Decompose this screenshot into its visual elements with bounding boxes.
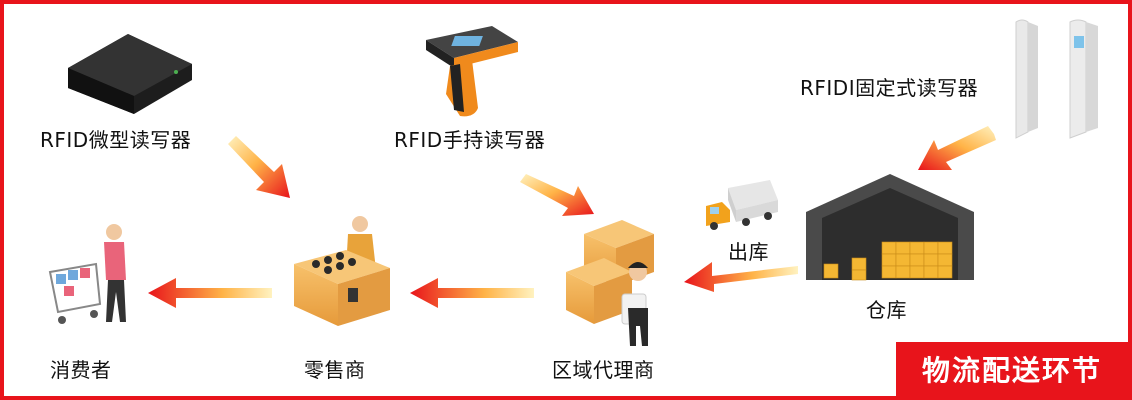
arrow-handheld-to-distributor bbox=[520, 174, 594, 216]
distributor-icon bbox=[566, 220, 654, 346]
truck-icon bbox=[706, 180, 778, 230]
outbound-label: 出库 bbox=[728, 240, 769, 264]
retailer-label: 零售商 bbox=[304, 358, 366, 382]
warehouse-label: 仓库 bbox=[866, 298, 907, 322]
handheld-reader-label: RFID手持读写器 bbox=[394, 128, 546, 152]
fixed-reader-label: RFIDI固定式读写器 bbox=[800, 76, 979, 100]
fixed-reader-icon bbox=[1015, 19, 1098, 139]
arrow-micro-to-retailer bbox=[228, 136, 290, 198]
retailer-icon bbox=[294, 216, 390, 326]
micro-reader-icon bbox=[68, 34, 192, 114]
arrow-warehouse-to-distributor bbox=[684, 262, 798, 292]
arrow-retailer-to-consumer bbox=[148, 278, 272, 308]
arrow-fixed-to-warehouse bbox=[918, 126, 996, 170]
logistics-stage-badge: 物流配送环节 bbox=[896, 342, 1128, 396]
warehouse-icon bbox=[806, 174, 974, 281]
handheld-reader-icon bbox=[426, 26, 518, 117]
micro-reader-label: RFID微型读写器 bbox=[40, 128, 192, 152]
distributor-label: 区域代理商 bbox=[552, 358, 655, 382]
consumer-label: 消费者 bbox=[50, 358, 112, 382]
consumer-icon bbox=[48, 224, 126, 324]
arrow-distributor-to-retailer bbox=[410, 278, 534, 308]
